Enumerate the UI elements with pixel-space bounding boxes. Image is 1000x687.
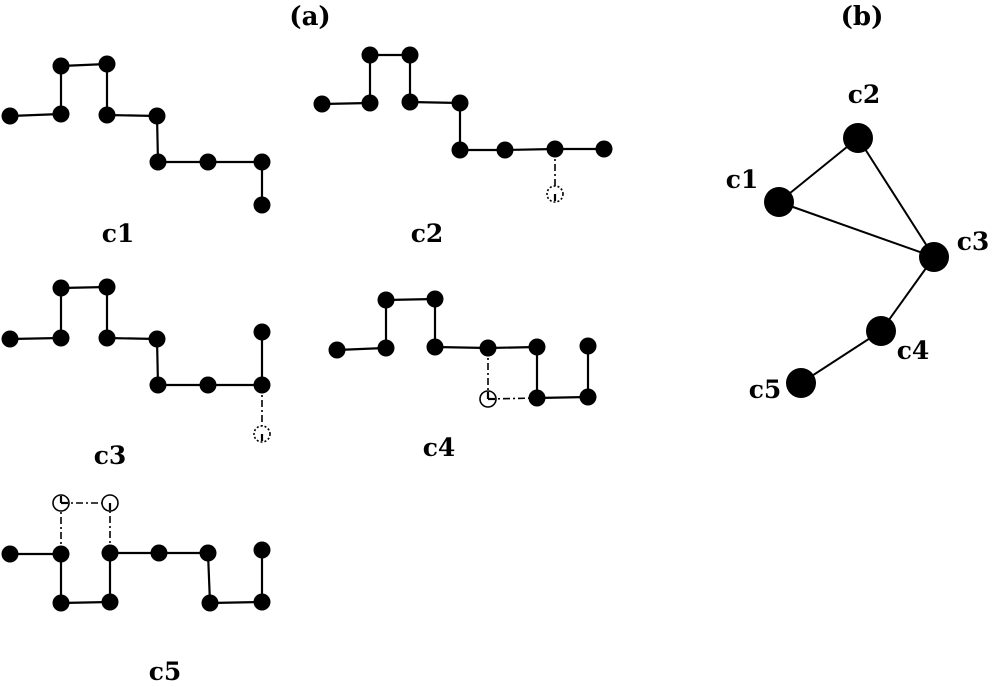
conformation-c1	[1, 55, 271, 214]
residue-bead	[377, 339, 395, 357]
graph-nodes	[764, 123, 949, 398]
conformation-label-c1: c1	[102, 219, 135, 248]
graph-edge-c1-c2	[778, 137, 859, 203]
graph-edges	[778, 137, 935, 384]
residue-bead	[253, 153, 271, 171]
residue-bead	[201, 594, 219, 612]
residue-bead	[253, 376, 271, 394]
residue-bead	[150, 544, 168, 562]
residue-bead	[361, 46, 379, 64]
graph-node-c1	[764, 187, 794, 217]
conformation-label-c3: c3	[94, 441, 127, 470]
residue-bead	[52, 329, 70, 347]
chain-bond	[536, 395, 589, 400]
panel-b-graph: c2 c1 c3 c4 c5	[726, 80, 990, 404]
graph-node-c4	[866, 316, 896, 346]
residue-bead	[595, 140, 613, 158]
residue-bead	[451, 141, 469, 159]
residue-bead	[199, 544, 217, 562]
residue-bead	[401, 46, 419, 64]
residue-bead	[253, 196, 271, 214]
graph-node-label-c5: c5	[749, 375, 782, 404]
residue-bead	[98, 329, 116, 347]
graph-node-c3	[919, 242, 949, 272]
residue-bead	[253, 541, 271, 559]
residue-bead	[479, 339, 497, 357]
panel-a-title: (a)	[289, 2, 330, 32]
residue-bead	[377, 291, 395, 309]
residue-bead	[528, 338, 546, 356]
graph-edge-c1-c3	[778, 201, 935, 258]
residue-bead	[401, 93, 419, 111]
conformation-label-c2: c2	[411, 219, 444, 248]
residue-bead	[1, 545, 19, 563]
chain-bond	[9, 112, 62, 118]
panel-b-title: (b)	[841, 2, 884, 32]
conformation-label-c5: c5	[149, 657, 182, 686]
residue-bead	[101, 593, 119, 611]
residue-bead	[199, 376, 217, 394]
conformation-c3	[1, 278, 271, 443]
chain-bond	[209, 600, 263, 605]
graph-node-c2	[843, 123, 873, 153]
graph-node-label-c4: c4	[897, 336, 930, 365]
residue-bead	[528, 389, 546, 407]
graph-node-c5	[786, 368, 816, 398]
conformation-label-c4: c4	[423, 433, 456, 462]
conformation-c2	[313, 46, 613, 203]
residue-bead	[52, 279, 70, 297]
graph-edge-c4-c5	[800, 330, 882, 384]
residue-bead	[426, 338, 444, 356]
residue-bead	[1, 330, 19, 348]
graph-edge-c3-c4	[880, 256, 935, 332]
conformation-c4	[328, 290, 597, 408]
residue-bead	[52, 545, 70, 563]
residue-bead	[451, 94, 469, 112]
residue-bead	[149, 153, 167, 171]
graph-edge-c2-c3	[857, 137, 935, 258]
residue-bead	[98, 55, 116, 73]
residue-bead	[101, 544, 119, 562]
graph-node-label-c2: c2	[848, 80, 881, 109]
residue-bead	[328, 341, 346, 359]
residue-bead	[579, 388, 597, 406]
residue-bead	[148, 330, 166, 348]
conformation-c5	[1, 494, 271, 612]
residue-bead	[313, 95, 331, 113]
residue-bead	[253, 593, 271, 611]
panel-a-conformations	[1, 46, 613, 612]
residue-bead	[546, 140, 564, 158]
chain-bond	[434, 345, 489, 350]
graph-node-label-c1: c1	[726, 165, 759, 194]
chain-bond	[9, 336, 62, 341]
residue-bead	[253, 323, 271, 341]
residue-bead	[148, 107, 166, 125]
residue-bead	[199, 153, 217, 171]
residue-bead	[52, 594, 70, 612]
residue-bead	[496, 141, 514, 159]
residue-bead	[579, 337, 597, 355]
residue-bead	[149, 376, 167, 394]
residue-bead	[52, 105, 70, 123]
graph-node-label-c3: c3	[957, 227, 990, 256]
residue-bead	[98, 278, 116, 296]
residue-bead	[361, 94, 379, 112]
residue-bead	[98, 106, 116, 124]
residue-bead	[1, 107, 19, 125]
residue-bead	[52, 57, 70, 75]
residue-bead	[426, 290, 444, 308]
